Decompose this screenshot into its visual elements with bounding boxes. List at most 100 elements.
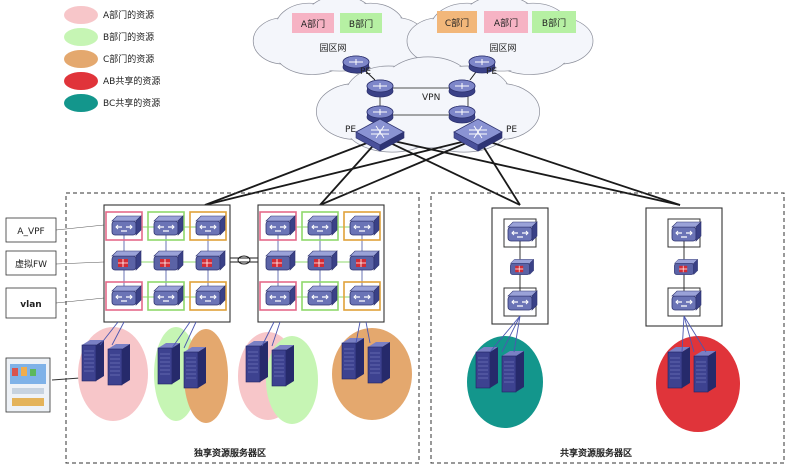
monitor-row xyxy=(12,398,44,406)
pe-label: PE xyxy=(360,67,371,77)
server xyxy=(667,346,691,389)
server-link xyxy=(111,321,125,346)
firewall xyxy=(265,250,296,271)
uplink xyxy=(204,137,381,206)
server xyxy=(367,341,391,384)
monitor-icon xyxy=(5,357,51,413)
switch xyxy=(307,285,338,306)
firewall xyxy=(509,258,534,276)
uplink xyxy=(477,137,521,206)
monitor-bar xyxy=(12,368,18,376)
server xyxy=(107,343,131,386)
server-link xyxy=(513,315,521,353)
server-link xyxy=(271,321,281,347)
server xyxy=(245,340,269,383)
uplink xyxy=(319,137,479,206)
switch xyxy=(671,221,702,242)
label-link xyxy=(55,297,105,304)
firewall xyxy=(307,250,338,271)
vpn-frame xyxy=(147,211,185,241)
switch xyxy=(507,290,538,311)
link-tie xyxy=(237,255,251,265)
campus-label: 园区网 xyxy=(489,43,516,54)
server-link xyxy=(171,321,191,349)
uplink xyxy=(379,137,521,206)
side-label: A_VPF xyxy=(17,227,44,237)
switch xyxy=(111,215,142,236)
server xyxy=(341,337,365,380)
department-label: B部门 xyxy=(349,18,373,30)
label-link xyxy=(55,261,105,265)
server-link xyxy=(183,321,197,349)
switch xyxy=(111,285,142,306)
vpn-frame xyxy=(301,281,339,311)
department-label: C部门 xyxy=(445,17,469,29)
side-label: 虚拟FW xyxy=(15,258,47,270)
vpn-frame xyxy=(343,281,381,311)
shared-zone xyxy=(430,192,785,464)
server xyxy=(693,350,717,393)
firewall xyxy=(153,250,184,271)
server xyxy=(475,346,499,389)
server-link xyxy=(261,321,275,347)
vpn-frame xyxy=(301,211,339,241)
legend-swatch xyxy=(64,50,98,68)
department-label: A部门 xyxy=(301,18,325,30)
core-router xyxy=(448,105,476,124)
shared-zone-label: 共享资源服务器区 xyxy=(560,447,632,459)
server xyxy=(183,346,207,389)
server-link xyxy=(501,315,521,353)
network-links xyxy=(51,63,681,381)
monitor-screen xyxy=(10,364,46,384)
switch xyxy=(349,215,380,236)
server xyxy=(271,344,295,387)
firewall xyxy=(349,250,380,271)
core-router xyxy=(366,79,394,98)
legend-label: AB共享的资源 xyxy=(103,75,160,87)
monitor-bar xyxy=(30,369,36,376)
switch xyxy=(265,285,296,306)
side-label: vlan xyxy=(20,300,41,310)
legend-label: B部门的资源 xyxy=(103,31,154,43)
switch xyxy=(307,215,338,236)
legend-swatch xyxy=(64,72,98,90)
switch xyxy=(349,285,380,306)
server-link xyxy=(355,321,361,344)
server-link xyxy=(365,321,371,344)
pe-label: PE xyxy=(486,67,497,77)
vpn-frame xyxy=(105,281,143,311)
vpn-frame xyxy=(259,281,297,311)
switch xyxy=(671,290,702,311)
department-box xyxy=(292,13,334,33)
server-link xyxy=(489,315,521,353)
department-label: A部门 xyxy=(494,17,518,29)
uplink xyxy=(204,137,479,206)
firewall xyxy=(674,258,698,276)
monitor-bar xyxy=(21,367,27,376)
side-label-box xyxy=(5,287,57,319)
server xyxy=(501,350,525,393)
campus-label: 园区网 xyxy=(319,43,346,54)
exclusive-zone xyxy=(65,192,420,464)
network-nodes xyxy=(5,55,717,413)
exclusive-zone-label: 独享资源服务器区 xyxy=(193,447,266,459)
switch xyxy=(153,285,184,306)
vpn-frame xyxy=(147,281,185,311)
vpn-frame xyxy=(105,211,143,241)
department-label: B部门 xyxy=(542,17,566,29)
server xyxy=(157,342,181,385)
monitor-row xyxy=(12,388,44,394)
server-link xyxy=(99,321,119,346)
uplink xyxy=(319,137,381,206)
firewall xyxy=(111,250,142,271)
side-label-box xyxy=(5,217,57,243)
legend-label: BC共享的资源 xyxy=(103,97,160,109)
switch xyxy=(153,215,184,236)
label-link xyxy=(55,224,105,231)
department-box xyxy=(484,11,528,33)
server-link xyxy=(683,315,695,353)
switch xyxy=(195,285,226,306)
